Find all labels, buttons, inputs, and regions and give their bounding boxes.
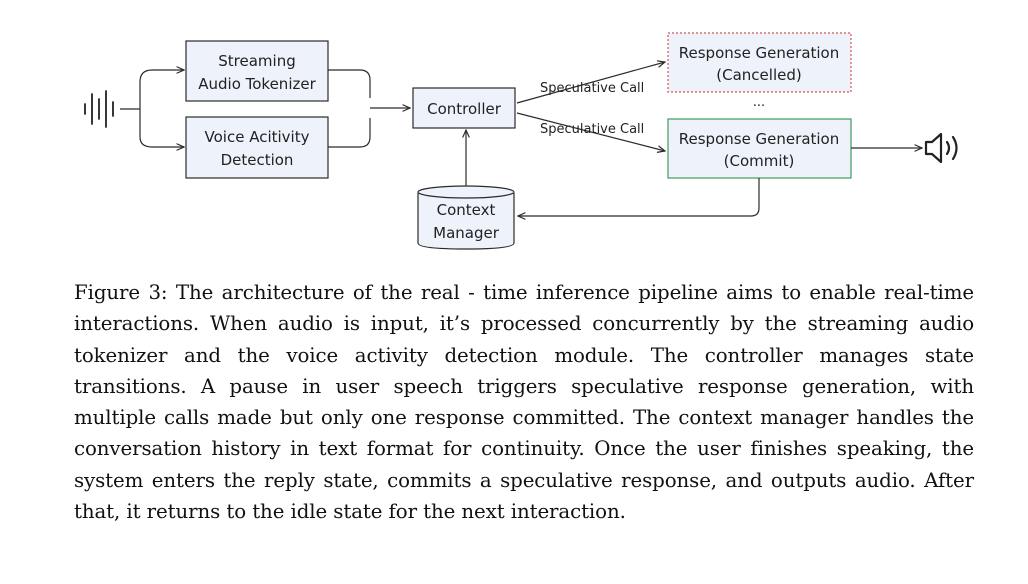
speculative-call-bottom-arrow — [516, 112, 665, 151]
speaker-icon — [924, 132, 958, 164]
context-label-line1: Context — [437, 201, 496, 219]
tokenizer-label-line1: Streaming — [218, 52, 295, 70]
vad-label-line2: Detection — [221, 151, 294, 169]
commit-to-context-arrow — [518, 178, 760, 216]
cancelled-label-line1: Response Generation — [679, 44, 840, 62]
input-split-connector — [120, 70, 184, 147]
audio-waveform-icon — [84, 90, 114, 128]
response-generation-cancelled-box: Response Generation (Cancelled) — [667, 32, 852, 93]
merge-connector — [328, 69, 410, 148]
cancelled-label-line2: (Cancelled) — [716, 66, 801, 84]
tokenizer-label-line2: Audio Tokenizer — [198, 75, 316, 93]
speculative-call-bottom-label: Speculative Call — [540, 122, 644, 137]
commit-label-line2: (Commit) — [724, 152, 795, 170]
commit-label-line1: Response Generation — [679, 130, 840, 148]
speculative-call-top-label: Speculative Call — [540, 81, 644, 96]
vad-label-line1: Voice Acitivity — [205, 128, 310, 146]
streaming-audio-tokenizer-box: Streaming Audio Tokenizer — [185, 40, 329, 102]
speculative-call-top-arrow — [516, 62, 665, 104]
response-generation-commit-box: Response Generation (Commit) — [667, 118, 852, 179]
voice-activity-detection-box: Voice Acitivity Detection — [185, 116, 329, 179]
controller-label: Controller — [427, 100, 502, 118]
ellipsis-label: ... — [753, 95, 765, 110]
context-label-line2: Manager — [433, 224, 500, 242]
controller-box: Controller — [412, 87, 516, 129]
figure-caption: Figure 3: The architecture of the real -… — [74, 281, 974, 524]
architecture-diagram: Streaming Audio Tokenizer Voice Acitivit… — [84, 32, 958, 250]
context-manager-cylinder: Context Manager — [417, 185, 515, 250]
